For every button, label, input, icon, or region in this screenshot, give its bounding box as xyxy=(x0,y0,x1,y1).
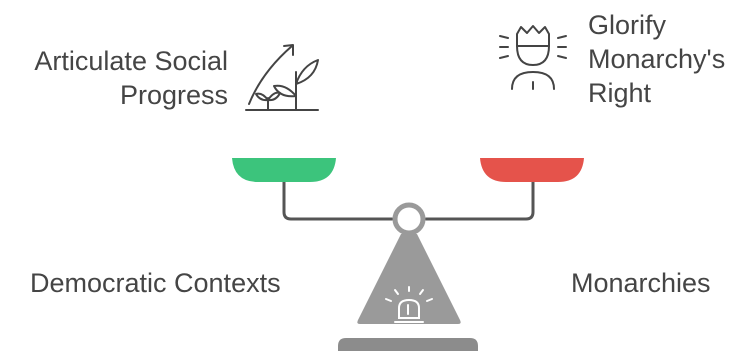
alarm-light-icon xyxy=(385,286,433,323)
scale-base xyxy=(338,338,478,351)
growing-plant-icon xyxy=(245,44,319,111)
right-title-line: Glorify xyxy=(588,10,667,40)
scale-pivot xyxy=(392,202,426,236)
left-pan xyxy=(232,158,336,182)
left-side-title: Articulate Social Progress xyxy=(8,44,228,112)
right-side-title: Glorify Monarchy's Right xyxy=(588,8,738,110)
right-pan xyxy=(480,158,584,182)
right-title-line: Right xyxy=(588,78,652,108)
right-context-label: Monarchies xyxy=(571,268,711,298)
scale-beam xyxy=(282,174,535,221)
crowned-person-icon xyxy=(499,25,567,90)
scale-stand xyxy=(357,234,461,324)
right-title-line: Monarchy's xyxy=(588,44,726,74)
left-title-line: Articulate Social xyxy=(34,46,228,76)
left-context-label: Democratic Contexts xyxy=(30,268,281,298)
left-title-line: Progress xyxy=(119,80,228,110)
